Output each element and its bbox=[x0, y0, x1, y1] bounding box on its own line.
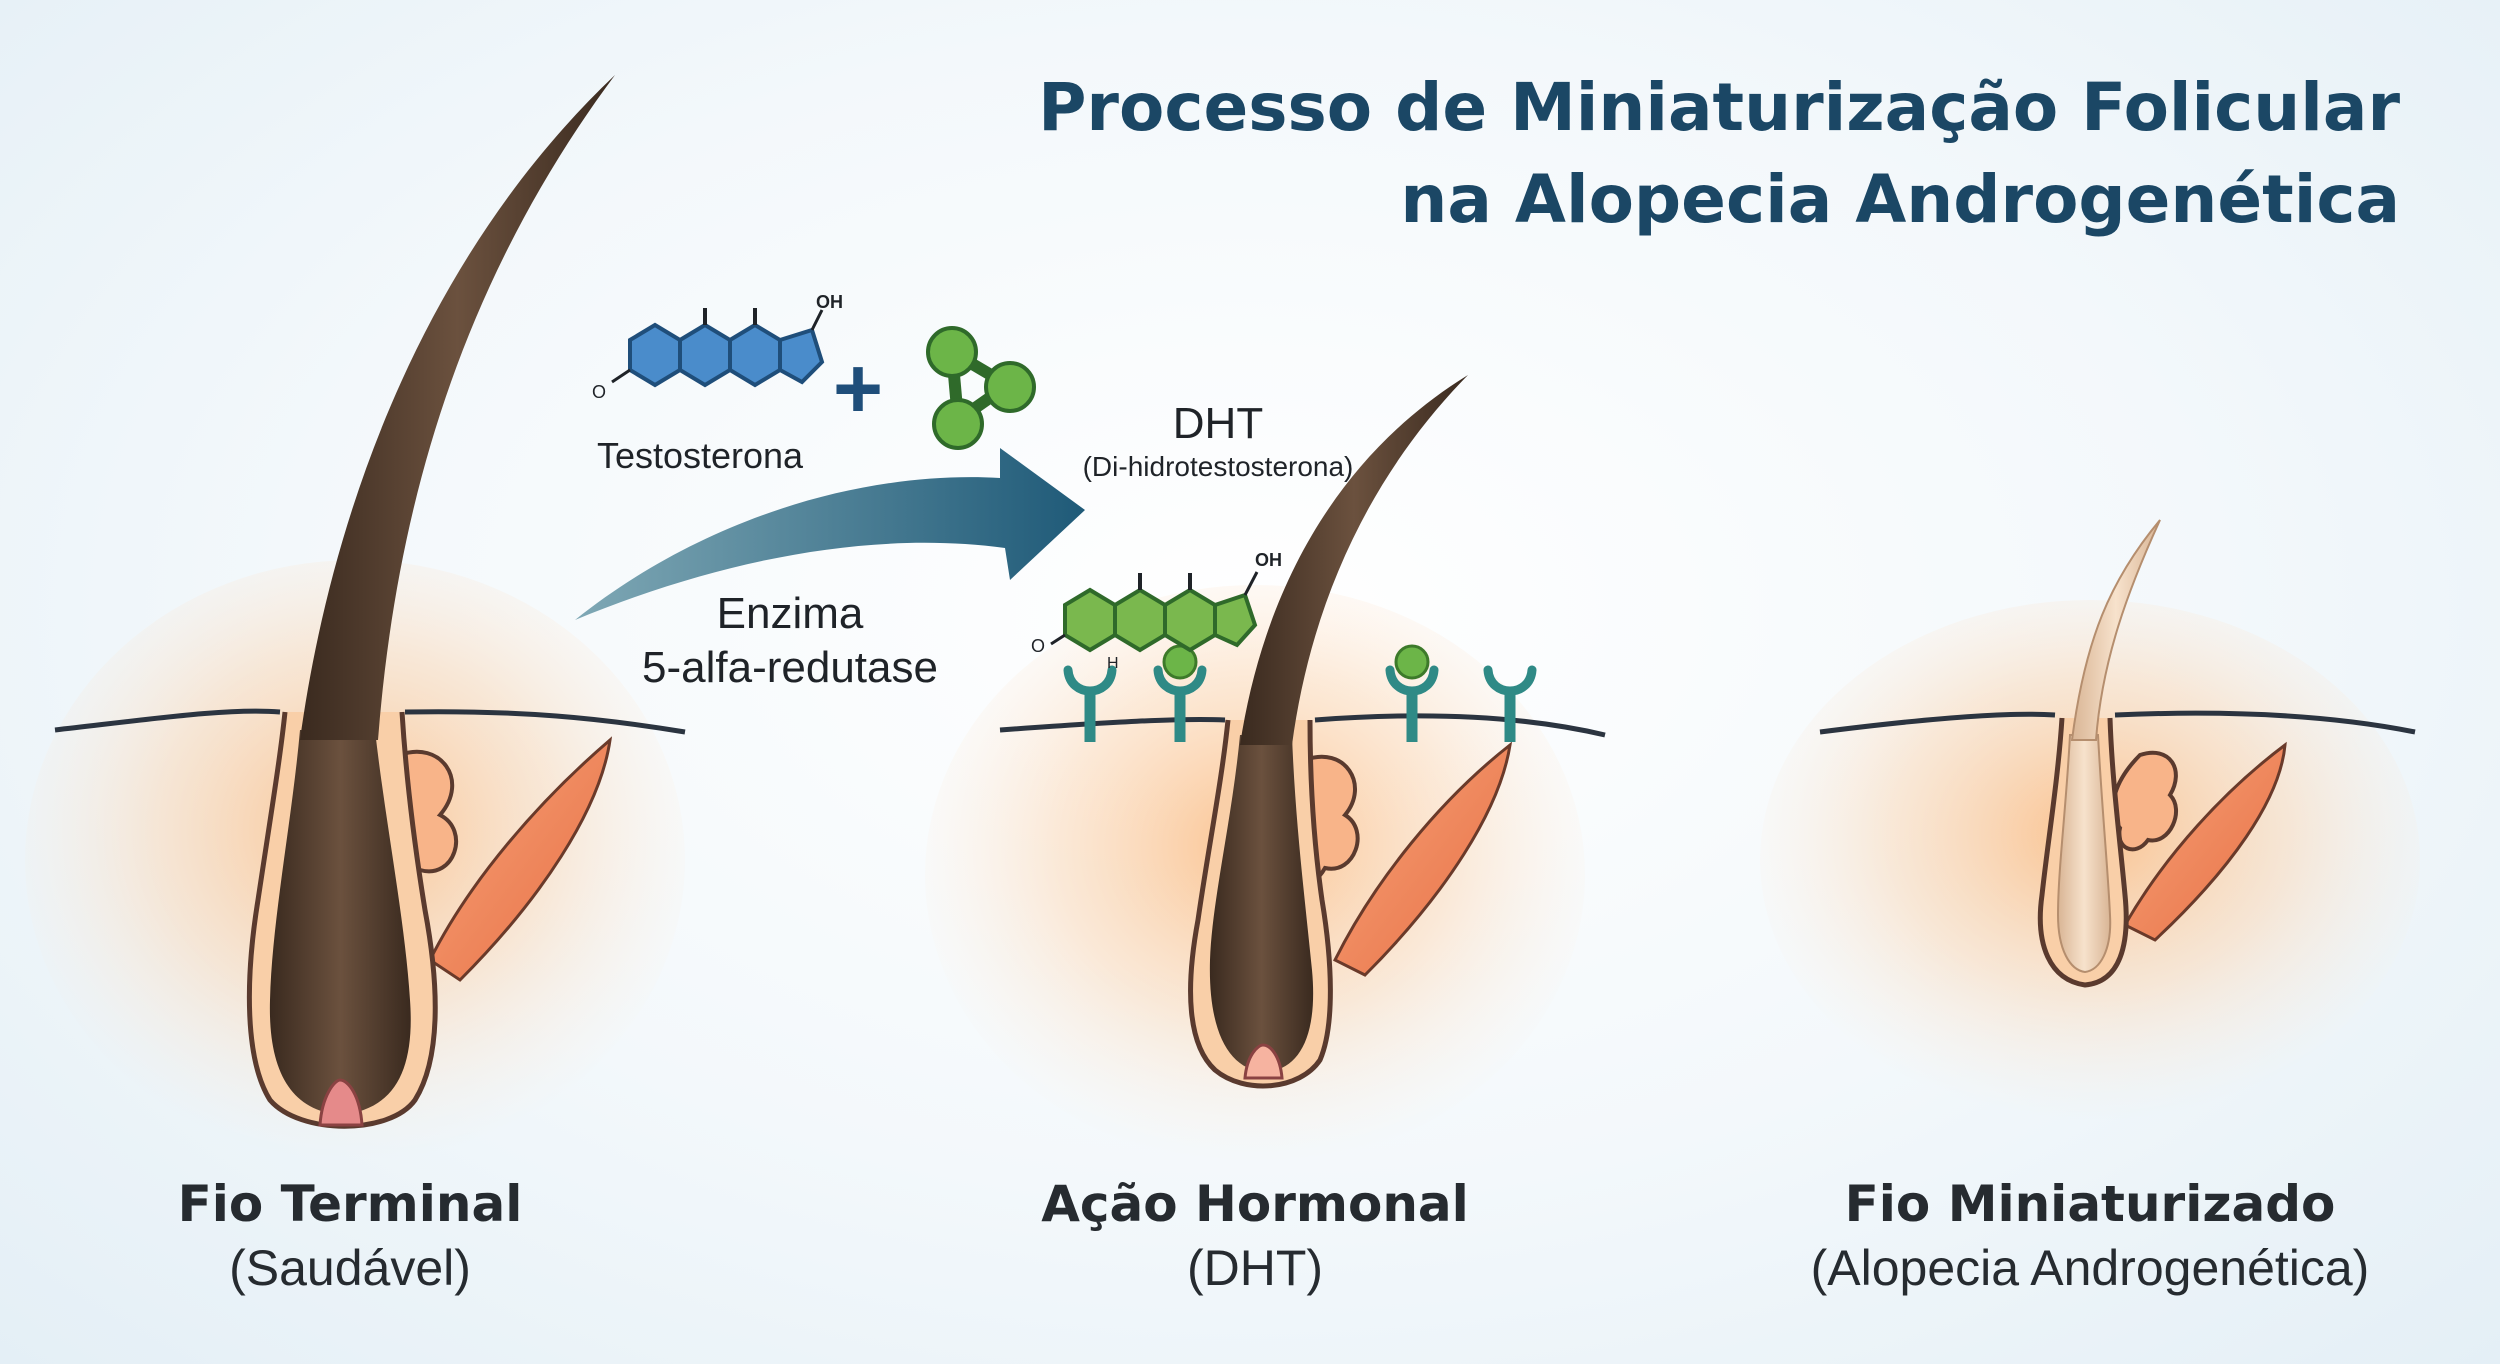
caption-subtitle: (Alopecia Androgenética) bbox=[1810, 1240, 2370, 1296]
hair-shaft bbox=[300, 75, 615, 740]
caption-title: Ação Hormonal bbox=[1041, 1175, 1469, 1233]
dermal-papilla bbox=[1243, 1043, 1284, 1080]
dht-molecule-icon: O OH H bbox=[1031, 550, 1282, 672]
androgen-receptor-icon bbox=[1483, 665, 1537, 742]
carbonyl-label: O bbox=[1031, 636, 1045, 656]
skin-surface-right bbox=[1314, 713, 1606, 738]
skin-surface-right bbox=[2114, 710, 2416, 735]
caption-subtitle: (DHT) bbox=[1186, 1240, 1324, 1296]
caption-miniaturized: Fio Miniaturizado (Alopecia Androgenétic… bbox=[1740, 1175, 2440, 1297]
title-line-1: Processo de Miniaturização Folicular bbox=[1038, 69, 2400, 146]
skin-surface-left bbox=[54, 708, 281, 733]
hormonal-follicle bbox=[925, 375, 1606, 1165]
caption-title: Fio Terminal bbox=[177, 1175, 523, 1233]
enzyme-label-line1: Enzima bbox=[717, 589, 864, 638]
skin-surface-right bbox=[404, 709, 686, 735]
plus-sign: + bbox=[833, 341, 883, 437]
hydroxyl-label: OH bbox=[1255, 550, 1282, 570]
enzyme-icon bbox=[926, 326, 1036, 450]
arrector-pili-muscle bbox=[2122, 741, 2287, 942]
dht-label: DHT bbox=[1173, 399, 1263, 448]
hair-shaft bbox=[1240, 375, 1468, 745]
terminal-follicle bbox=[25, 75, 686, 1160]
dht-full-name-label: (Di-hidrotestosterona) bbox=[1083, 451, 1354, 482]
enzyme-label-line2: 5-alfa-redutase bbox=[642, 643, 938, 692]
caption-terminal: Fio Terminal (Saudável) bbox=[0, 1175, 700, 1297]
dermal-papilla bbox=[318, 1078, 364, 1127]
hair-shaft bbox=[2070, 519, 2161, 741]
skin-surface-left bbox=[999, 716, 1226, 733]
arrector-pili-muscle bbox=[428, 736, 613, 982]
testosterone-label: Testosterona bbox=[597, 435, 804, 476]
androgen-receptor-icon bbox=[1153, 644, 1207, 742]
arrector-pili-muscle bbox=[1332, 741, 1513, 977]
caption-subtitle: (Saudável) bbox=[229, 1240, 471, 1296]
caption-hormonal: Ação Hormonal (DHT) bbox=[905, 1175, 1605, 1297]
testosterone-molecule-icon: O OH bbox=[592, 292, 843, 402]
miniaturized-follicle bbox=[1760, 519, 2420, 1120]
hair-bulb bbox=[1209, 735, 1314, 1072]
title-line-2: na Alopecia Androgenética bbox=[1400, 161, 2400, 238]
carbonyl-label: O bbox=[592, 382, 606, 402]
page-title: Processo de Miniaturização Folicular na … bbox=[1038, 62, 2400, 246]
androgen-receptor-icon bbox=[1063, 665, 1117, 742]
arrow-icon bbox=[575, 448, 1085, 620]
skin-surface-left bbox=[1819, 711, 2056, 735]
hair-bulb bbox=[2056, 734, 2112, 974]
androgen-receptor-icon bbox=[1385, 644, 1439, 742]
hair-bulb bbox=[269, 730, 411, 1115]
caption-title: Fio Miniaturizado bbox=[1844, 1175, 2336, 1233]
hydroxyl-label: OH bbox=[816, 292, 843, 312]
hydrogen-label: H bbox=[1107, 655, 1119, 672]
